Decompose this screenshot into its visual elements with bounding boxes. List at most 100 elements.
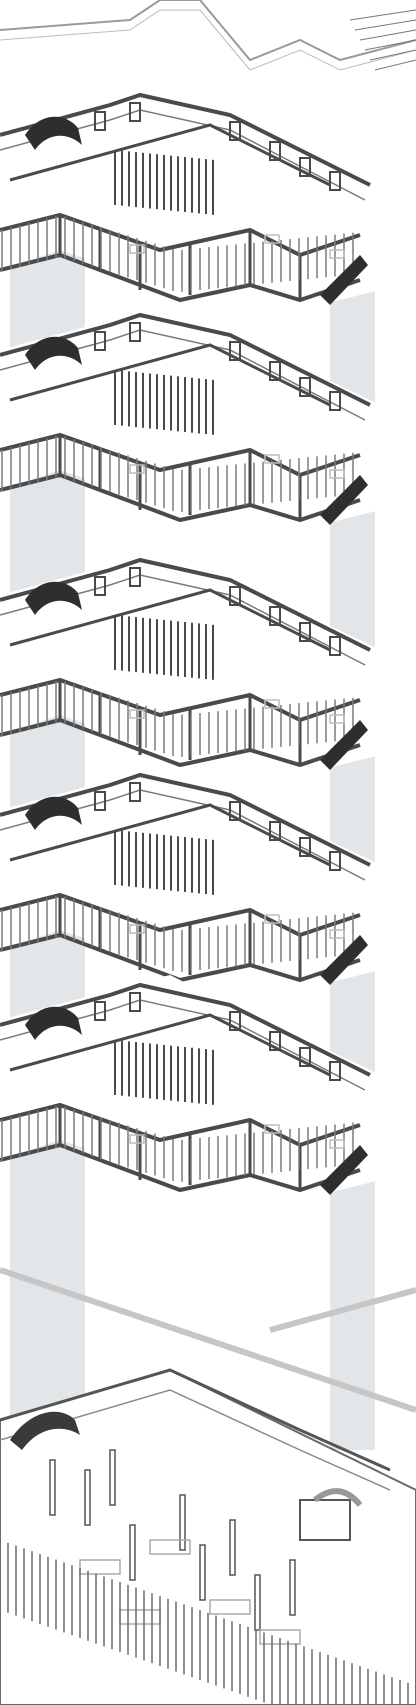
- south-wall-bottom: [0, 932, 361, 983]
- north-wall: [0, 772, 371, 867]
- furniture-1: [129, 709, 145, 719]
- furniture-2: [264, 914, 280, 924]
- furniture-1: [129, 244, 145, 254]
- north-window-4: [269, 141, 281, 161]
- corridor-wall: [9, 123, 331, 187]
- north-window-4: [269, 606, 281, 626]
- ground-column-1: [49, 1459, 56, 1516]
- ground-column-3: [109, 1449, 116, 1506]
- furniture-2: [264, 454, 280, 464]
- floor-plate-floor-3: [0, 550, 380, 775]
- north-window-1: [94, 111, 106, 131]
- furniture-3: [329, 1139, 345, 1149]
- north-window-2: [129, 782, 141, 802]
- south-wall-top: [0, 892, 361, 938]
- furniture-2: [264, 699, 280, 709]
- north-window-4: [269, 1031, 281, 1051]
- ground-stair: [10, 1411, 80, 1450]
- corridor-wall: [9, 588, 331, 652]
- north-wall: [0, 557, 371, 652]
- north-window-5: [299, 157, 311, 177]
- ground-level: [0, 1368, 416, 1705]
- floor-plate-floor-5: [0, 85, 380, 310]
- floor-plate-floor-4: [0, 305, 380, 530]
- north-window-1: [94, 576, 106, 596]
- ground-column-2: [84, 1469, 91, 1526]
- north-window-3: [229, 341, 241, 361]
- furniture-3: [329, 249, 345, 259]
- furniture-1: [129, 1134, 145, 1144]
- roof-level: [0, 0, 416, 71]
- stair-left-icon: [25, 116, 82, 150]
- stair-right-icon: [320, 255, 368, 305]
- north-window-2: [129, 102, 141, 122]
- north-wall: [0, 312, 371, 407]
- north-window-5: [299, 1047, 311, 1067]
- south-wall-top: [0, 212, 361, 258]
- north-window-5: [299, 837, 311, 857]
- stair-right-icon: [320, 475, 368, 525]
- stair-right-icon: [320, 935, 368, 985]
- stair-right-icon: [320, 720, 368, 770]
- furniture-2: [264, 1124, 280, 1134]
- north-window-1: [94, 331, 106, 351]
- ground-elevator-box: [299, 1499, 351, 1541]
- north-window-4: [269, 821, 281, 841]
- ground-ramp: [313, 1488, 363, 1507]
- ground-wall-back: [0, 1368, 391, 1472]
- north-window-2: [129, 992, 141, 1012]
- ground-column-8: [254, 1574, 261, 1631]
- north-window-3: [229, 586, 241, 606]
- corridor-wall: [9, 1013, 331, 1077]
- furniture-2: [264, 234, 280, 244]
- ground-column-6: [199, 1544, 206, 1601]
- stair-left-icon: [25, 336, 82, 370]
- north-window-5: [299, 622, 311, 642]
- south-wall-bottom: [0, 472, 361, 523]
- furniture-3: [329, 929, 345, 939]
- ground-table-2: [149, 1539, 191, 1555]
- ground-shadow: [0, 1267, 416, 1413]
- south-wall-bottom: [0, 1142, 361, 1193]
- ground-table-1: [79, 1559, 121, 1575]
- ground-column-9: [289, 1559, 296, 1616]
- stair-left-icon: [25, 796, 82, 830]
- north-window-6: [329, 636, 341, 656]
- north-window-1: [94, 791, 106, 811]
- south-wall-top: [0, 432, 361, 478]
- south-wall-bottom: [0, 252, 361, 303]
- stair-left-icon: [25, 1006, 82, 1040]
- roof-equipment: [349, 9, 416, 71]
- ground-facade-mullions: [0, 1540, 409, 1705]
- north-window-3: [229, 1011, 241, 1031]
- north-window-3: [229, 121, 241, 141]
- north-wall: [0, 92, 371, 187]
- south-wall-top: [0, 1102, 361, 1148]
- north-window-5: [299, 377, 311, 397]
- north-window-1: [94, 1001, 106, 1021]
- north-window-2: [129, 567, 141, 587]
- north-window-2: [129, 322, 141, 342]
- ground-table-3: [209, 1599, 251, 1615]
- north-window-4: [269, 361, 281, 381]
- roof-parapet: [0, 0, 416, 62]
- floor-plate-floor-2: [0, 765, 380, 990]
- ground-column-5: [179, 1494, 186, 1551]
- north-wall: [0, 982, 371, 1077]
- ground-columns: [49, 1449, 296, 1631]
- furniture-1: [129, 464, 145, 474]
- north-window-6: [329, 391, 341, 411]
- north-window-6: [329, 171, 341, 191]
- ground-column-4: [129, 1524, 136, 1581]
- stair-right-icon: [320, 1145, 368, 1195]
- corridor-wall: [9, 803, 331, 867]
- corridor-wall: [9, 343, 331, 407]
- north-window-6: [329, 1061, 341, 1081]
- stair-left-icon: [25, 581, 82, 615]
- ground-column-7: [229, 1519, 236, 1576]
- furniture-3: [329, 469, 345, 479]
- ground-wall-back-inner: [0, 1389, 391, 1491]
- south-wall-top: [0, 677, 361, 723]
- furniture-3: [329, 714, 345, 724]
